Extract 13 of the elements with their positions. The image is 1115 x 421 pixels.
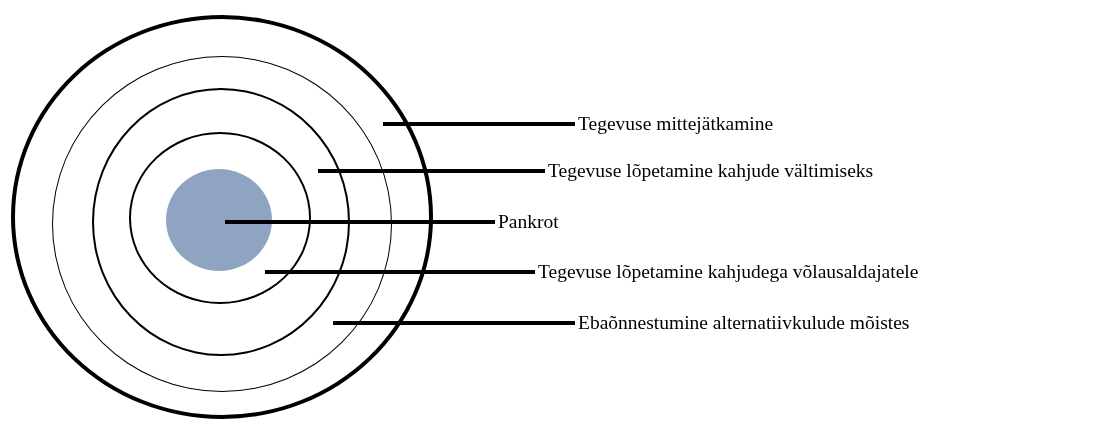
leader-line xyxy=(333,321,575,325)
ring-label: Ebaõnnestumine alternatiivkulude mõistes xyxy=(578,311,910,335)
leader-line xyxy=(383,122,575,126)
ring-outline xyxy=(11,15,433,419)
leader-line xyxy=(318,169,545,173)
ring-label: Pankrot xyxy=(498,210,559,234)
leader-line xyxy=(265,270,535,274)
ring-label: Tegevuse lõpetamine kahjudega võlausaldajatele xyxy=(538,260,919,284)
ring-outline xyxy=(92,88,350,356)
ring-label: Tegevuse lõpetamine kahjude vältimiseks xyxy=(548,159,874,183)
ring-outline xyxy=(128,131,311,304)
ring-label: Tegevuse mittejätkamine xyxy=(578,112,774,136)
leader-line xyxy=(225,220,495,224)
